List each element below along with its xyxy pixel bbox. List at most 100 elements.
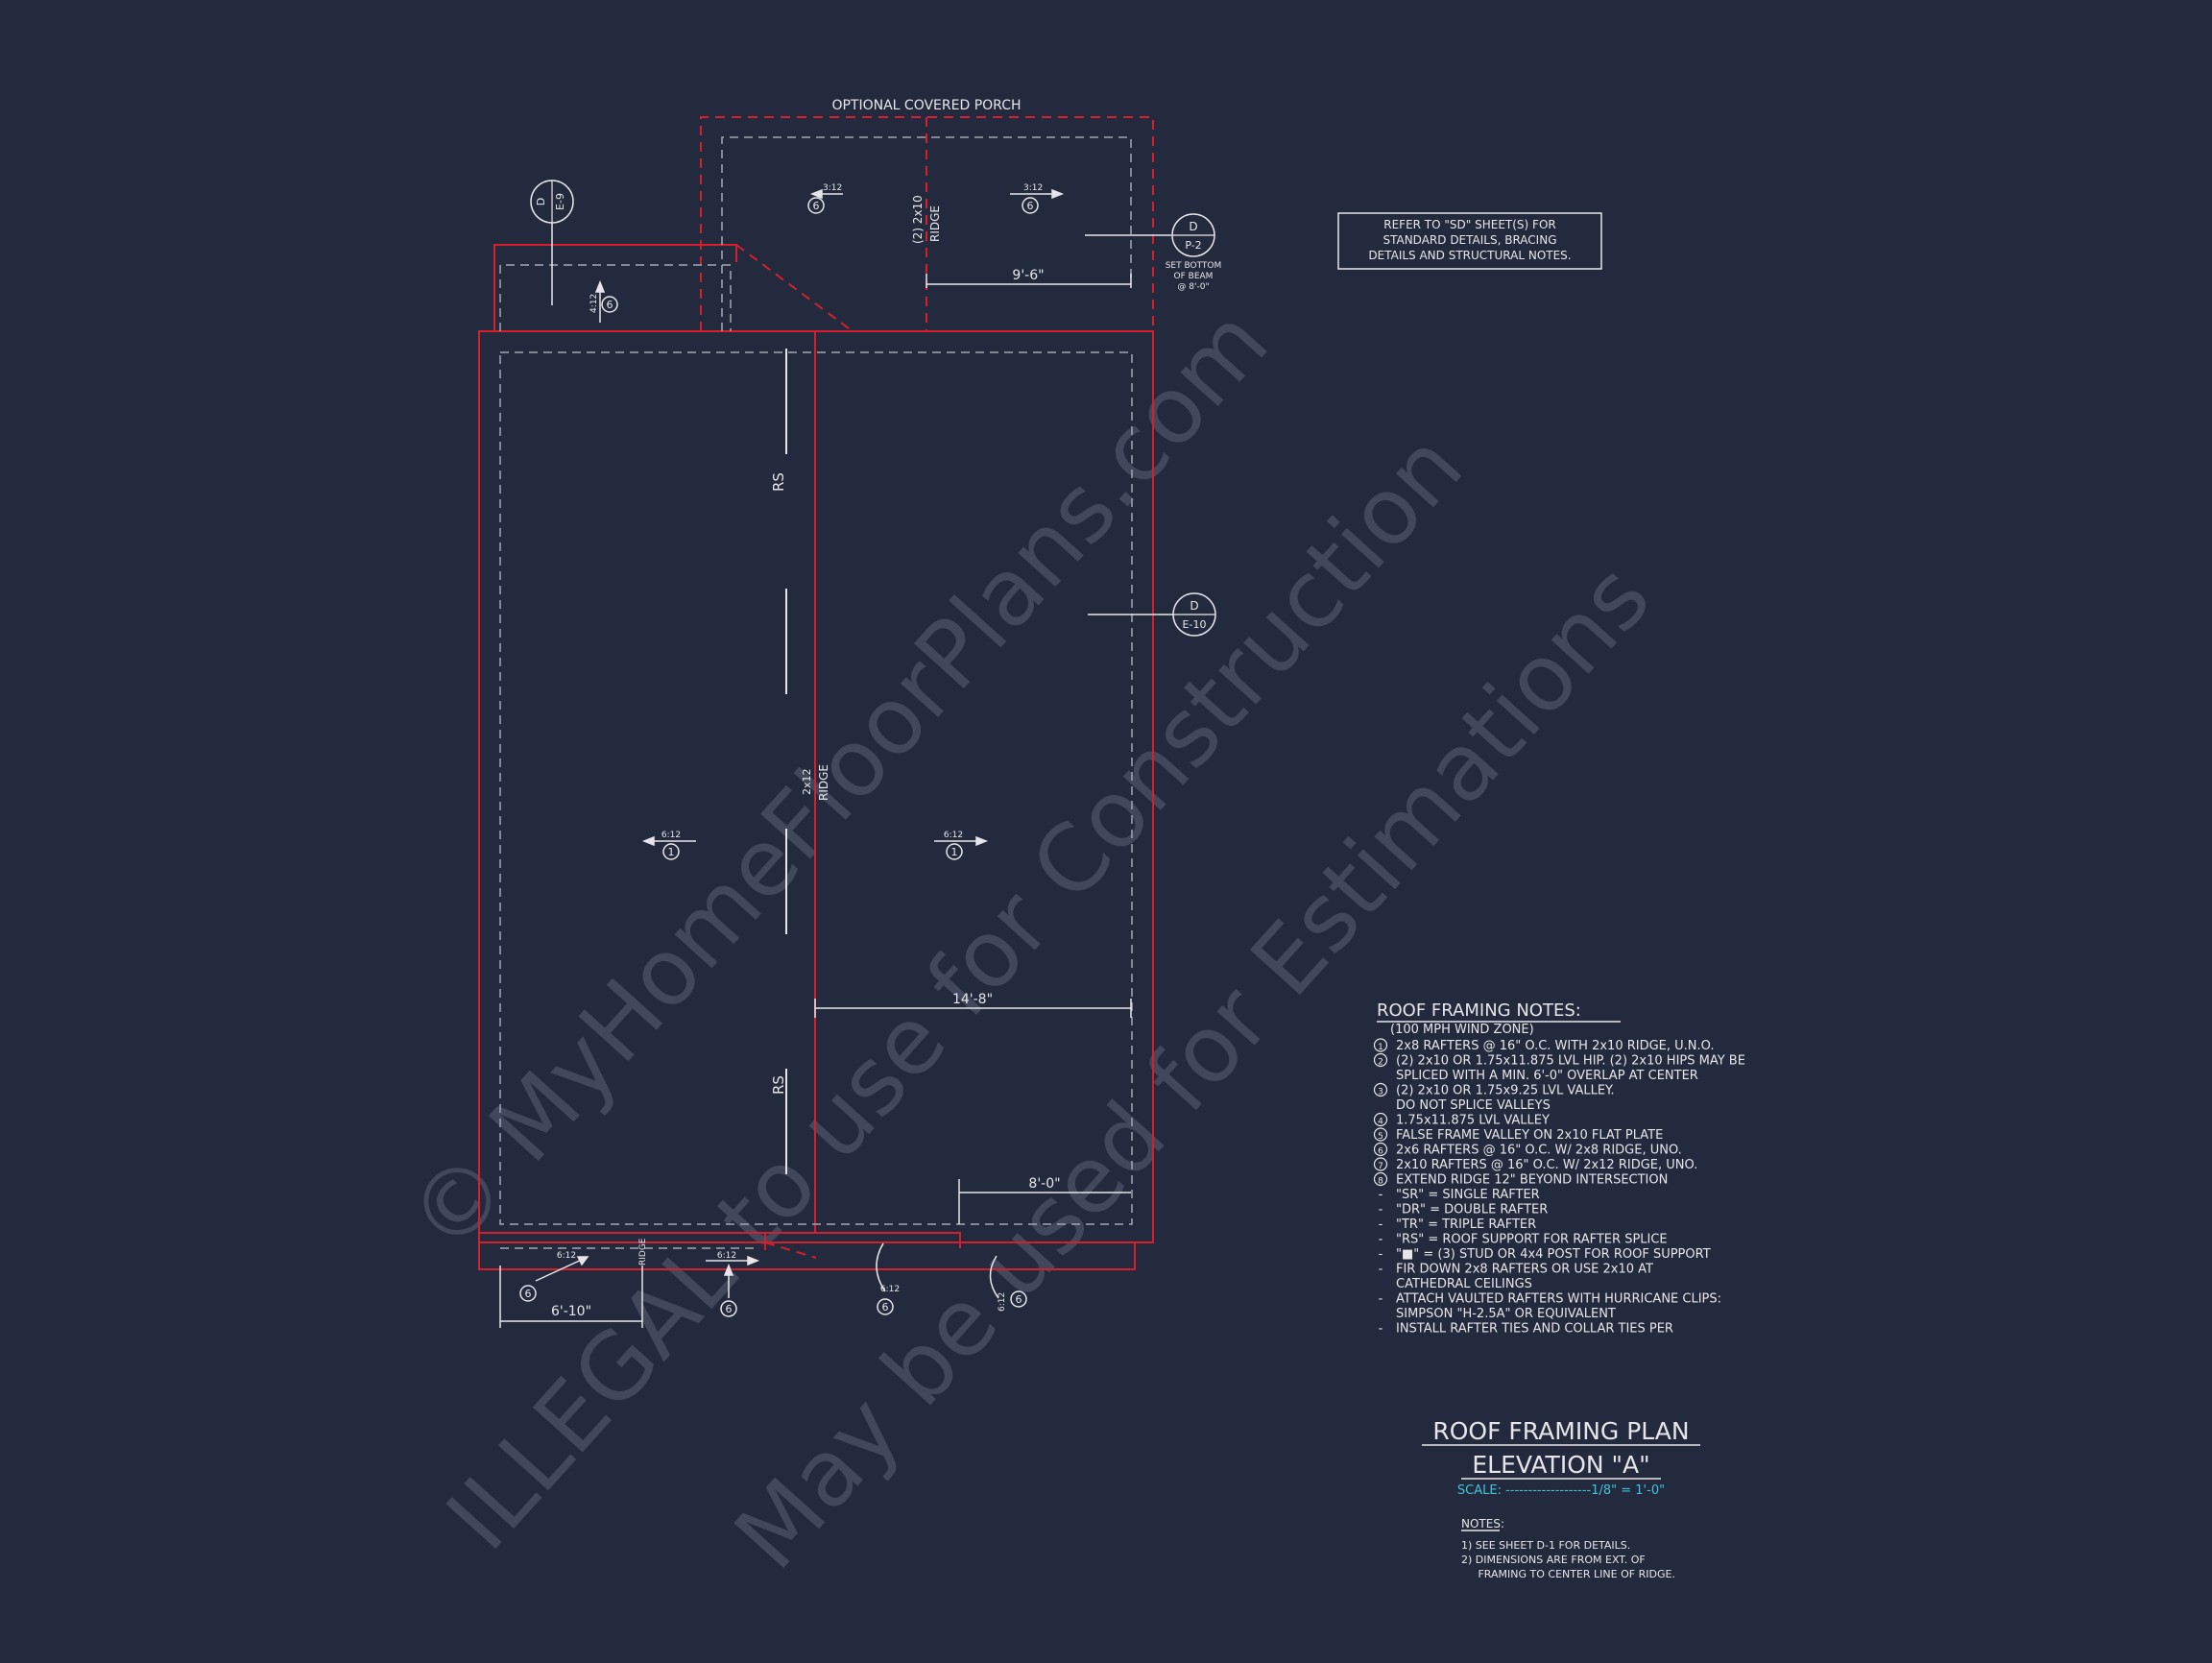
sheet-note-1: 1) SEE SHEET D-1 FOR DETAILS. — [1461, 1539, 1630, 1552]
note-marker: 6 — [1378, 1147, 1383, 1157]
tag-bottom-left: 6 — [525, 1288, 532, 1300]
tag-circle-porch-right — [1022, 197, 1039, 214]
note-line: INSTALL RAFTER TIES AND COLLAR TIES PER — [1396, 1322, 1673, 1337]
note-marker: 1 — [1378, 1043, 1383, 1052]
note-marker-circle — [1373, 1112, 1388, 1127]
title-line-1: ROOF FRAMING PLAN — [1432, 1417, 1689, 1445]
watermark: © MyHomeFloorPlans.com ILLEGAL to use fo… — [388, 288, 1671, 1589]
note-bullet: - — [1379, 1292, 1383, 1307]
dim-porch-text: 9'-6" — [1012, 268, 1044, 283]
tag-circle-porch-left — [807, 197, 825, 214]
section-marker-p2: D P-2 — [1171, 213, 1215, 257]
refer-note-1: REFER TO "SD" SHEET(S) FOR — [1383, 218, 1555, 231]
note-line: EXTEND RIDGE 12" BEYOND INTERSECTION — [1396, 1173, 1668, 1188]
sheet-note-2: 2) DIMENSIONS ARE FROM EXT. OF — [1461, 1554, 1646, 1566]
arrowhead-bump — [594, 279, 606, 293]
section-e10-letter: D — [1190, 599, 1198, 613]
note-marker-circle — [1373, 1038, 1388, 1052]
arrowhead-porch-right — [1051, 188, 1065, 200]
title-line-2: ELEVATION "A" — [1472, 1451, 1649, 1479]
tag-circle-main-right — [946, 843, 963, 860]
bottom-strip-top — [479, 1232, 961, 1248]
beam-note-3: @ 8'-0" — [1177, 282, 1209, 292]
title-scale: SCALE: -------------------1/8" = 1'-0" — [1457, 1483, 1665, 1498]
tag-circle-bottom-mid — [720, 1300, 737, 1317]
tag-circle-bump — [601, 296, 618, 313]
wall-lines — [499, 136, 1133, 1249]
refer-note-box — [1337, 212, 1602, 270]
tag-bottom-right: 6 — [882, 1301, 889, 1314]
note-line: "RS" = ROOF SUPPORT FOR RAFTER SPLICE — [1396, 1233, 1668, 1247]
tag-main-left: 1 — [668, 846, 675, 858]
beam-note-1: SET BOTTOM — [1166, 261, 1222, 271]
arrow-bottom-left — [535, 1257, 587, 1282]
arrowhead-bottom-mid — [723, 1263, 734, 1276]
note-marker-circle — [1373, 1127, 1388, 1142]
porch-valley-line — [735, 244, 854, 332]
plan-labels: OPTIONAL COVERED PORCH 3:12 3:12 4:12 6:… — [551, 98, 1572, 1319]
note-line: ATTACH VAULTED RAFTERS WITH HURRICANE CL… — [1396, 1292, 1721, 1307]
pitch-porch-right: 3:12 — [1023, 183, 1043, 193]
bottom-valley-line — [764, 1241, 817, 1259]
tag-circle-main-left — [662, 843, 680, 860]
dim-lower-right-text: 8'-0" — [1028, 1176, 1060, 1192]
note-marker: 2 — [1378, 1058, 1383, 1068]
section-marker-e10: D E-10 — [1172, 592, 1216, 637]
porch-ridge-label: RIDGE — [928, 205, 942, 242]
note-line: SPLICED WITH A MIN. 6'-0" OVERLAP AT CEN… — [1396, 1069, 1698, 1083]
note-line: DO NOT SPLICE VALLEYS — [1396, 1098, 1551, 1113]
note-line: CATHEDRAL CEILINGS — [1396, 1277, 1532, 1291]
dimension-lines — [499, 206, 1700, 1531]
note-line: FALSE FRAME VALLEY ON 2x10 FLAT PLATE — [1396, 1128, 1663, 1143]
note-marker-circle — [1373, 1171, 1388, 1187]
leader-arc-mid — [876, 1242, 886, 1292]
note-marker: 4 — [1378, 1118, 1383, 1127]
note-line: "DR" = DOUBLE RAFTER — [1396, 1203, 1548, 1217]
note-marker: 5 — [1378, 1132, 1383, 1142]
note-marker: 7 — [1378, 1162, 1383, 1171]
note-marker: 3 — [1378, 1088, 1383, 1097]
section-top-sheet: E-9 — [554, 193, 566, 210]
pitch-bottom-left: 6:12 — [557, 1251, 576, 1261]
note-bullet: - — [1379, 1188, 1383, 1202]
arrowhead-bottom-small — [747, 1255, 760, 1266]
notes-subtitle: (100 MPH WIND ZONE) — [1390, 1023, 1534, 1037]
porch-outline-box — [700, 116, 1154, 331]
note-marker-circle — [1373, 1142, 1388, 1157]
tag-porch-right: 6 — [1027, 200, 1034, 212]
arrowhead-bottom-left — [576, 1256, 589, 1266]
note-line: FIR DOWN 2x8 RAFTERS OR USE 2x10 AT — [1396, 1263, 1653, 1277]
note-bullet: - — [1379, 1263, 1383, 1277]
note-marker-circle — [1373, 1052, 1388, 1068]
section-e10-sheet: E-10 — [1183, 618, 1207, 631]
note-bullet: - — [1379, 1322, 1383, 1337]
note-marker-circle — [1373, 1082, 1388, 1097]
notes-title: ROOF FRAMING NOTES: — [1377, 1000, 1581, 1021]
note-line: "TR" = TRIPLE RAFTER — [1396, 1217, 1536, 1232]
tag-main-right: 1 — [951, 846, 958, 858]
main-wall-line — [499, 351, 1133, 1225]
arrowhead-main-left — [641, 835, 655, 847]
note-line: (2) 2x10 OR 1.75x9.25 LVL VALLEY. — [1396, 1084, 1614, 1098]
note-bullet: - — [1379, 1217, 1383, 1232]
rs-label-upper: RS — [770, 472, 787, 492]
section-p2-letter: D — [1189, 220, 1197, 233]
note-bullet: - — [1379, 1247, 1383, 1262]
porch-outline — [700, 116, 1154, 1259]
notes-list: 1 2x8 RAFTERS @ 16" O.C. WITH 2x10 RIDGE,… — [1373, 1038, 1745, 1337]
tag-numbers: 6 6 6 1 1 6 6 6 6 — [525, 200, 1034, 1315]
note-marker: 8 — [1378, 1177, 1383, 1187]
note-marker-circle — [1373, 1157, 1388, 1171]
section-marker-top: D E-9 — [530, 180, 574, 224]
tag-bottom-far: 6 — [1016, 1293, 1022, 1306]
note-line: 2x8 RAFTERS @ 16" O.C. WITH 2x10 RIDGE, … — [1396, 1039, 1715, 1053]
sheet-notes: NOTES: 1) SEE SHEET D-1 FOR DETAILS. 2) … — [1461, 1517, 1675, 1580]
bottom-ridge-label: RIDGE — [638, 1238, 648, 1265]
section-p2-sheet: P-2 — [1185, 239, 1201, 252]
dim-main-text: 14'-8" — [952, 992, 993, 1007]
tag-circle-bottom-far — [1010, 1290, 1027, 1308]
section-top-letter: D — [535, 198, 547, 205]
sheet-note-3: FRAMING TO CENTER LINE OF RIDGE. — [1461, 1568, 1675, 1580]
